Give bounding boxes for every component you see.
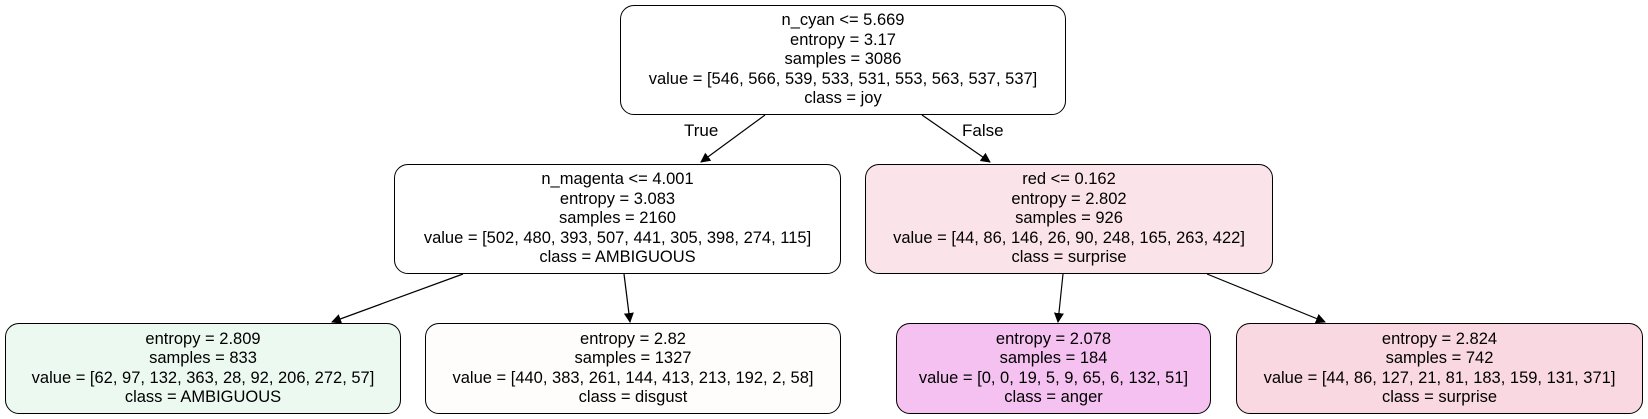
node-class: class = AMBIGUOUS [124,388,282,406]
node-samples: samples = 833 [149,349,257,367]
node-split-rule: n_cyan <= 5.669 [781,11,905,30]
node-split-rule: red <= 0.162 [1022,170,1116,189]
node-value: value = [44, 86, 146, 26, 90, 248, 165, … [893,228,1245,247]
node-entropy: entropy = 2.82 [580,329,686,348]
edge-label-true: True [684,121,719,140]
tree-leaf-anger: entropy = 2.078 samples = 184 value = [0… [896,323,1211,414]
node-class: class = anger [1004,388,1103,406]
node-value: value = [502, 480, 393, 507, 441, 305, 3… [423,228,812,247]
edge-root-to-red [921,114,991,163]
edge-root-to-n-magenta [700,114,766,163]
tree-node-n-magenta-split: n_magenta <= 4.001 entropy = 3.083 sampl… [394,164,841,274]
node-class: class = AMBIGUOUS [539,248,696,267]
node-entropy: entropy = 2.824 [1381,329,1498,348]
tree-leaf-ambiguous: entropy = 2.809 samples = 833 value = [6… [5,323,401,414]
node-value: value = [0, 0, 19, 5, 9, 65, 6, 132, 51] [918,368,1189,387]
edge-n-magenta-to-disgust [623,273,634,323]
node-value: value = [546, 566, 539, 533, 531, 553, 5… [648,69,1038,88]
edge-n-magenta-to-ambiguous [331,273,464,324]
node-entropy: entropy = 2.078 [995,329,1112,348]
node-entropy: entropy = 3.083 [559,189,676,208]
node-entropy: entropy = 2.802 [1011,189,1127,208]
node-entropy: entropy = 2.809 [145,329,261,348]
node-split-rule: n_magenta <= 4.001 [541,170,694,189]
node-entropy: entropy = 3.17 [790,30,896,49]
node-samples: samples = 1327 [574,349,692,367]
node-samples: samples = 926 [1015,209,1123,228]
edge-label-false: False [962,121,1004,140]
tree-leaf-surprise: entropy = 2.824 samples = 742 value = [4… [1236,323,1643,414]
node-samples: samples = 184 [999,349,1108,367]
edge-red-to-anger [1053,273,1064,323]
node-value: value = [440, 383, 261, 144, 413, 213, 1… [452,368,814,387]
tree-node-root: n_cyan <= 5.669 entropy = 3.17 samples =… [620,5,1066,115]
tree-node-red-split: red <= 0.162 entropy = 2.802 samples = 9… [865,164,1273,274]
node-samples: samples = 742 [1385,349,1494,367]
tree-leaf-disgust: entropy = 2.82 samples = 1327 value = [4… [425,323,841,414]
node-samples: samples = 3086 [784,50,902,69]
node-value: value = [44, 86, 127, 21, 81, 183, 159, … [1263,368,1616,387]
node-class: class = disgust [578,388,688,406]
node-class: class = surprise [1011,248,1127,267]
node-value: value = [62, 97, 132, 363, 28, 92, 206, … [31,368,375,387]
edge-red-to-surprise [1206,273,1326,324]
node-class: class = joy [804,89,882,108]
node-class: class = surprise [1381,388,1498,406]
node-samples: samples = 2160 [559,209,676,228]
